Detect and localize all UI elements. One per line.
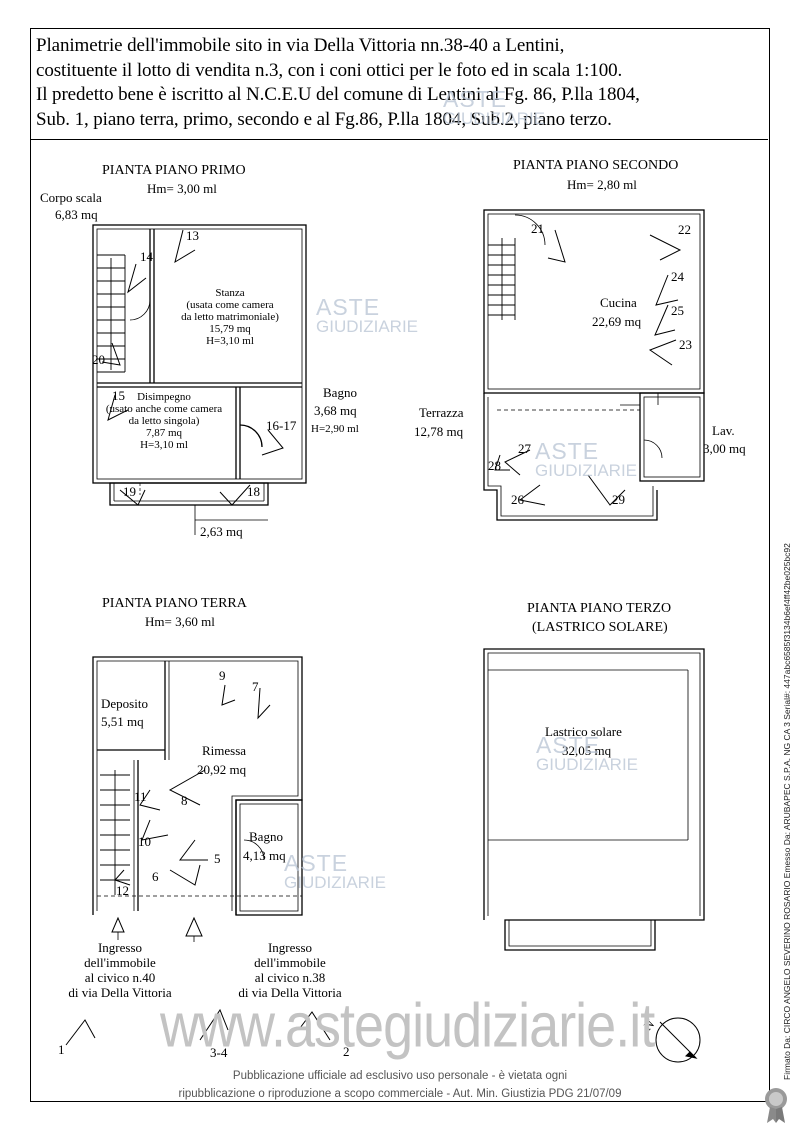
photo-number: 18 xyxy=(247,484,260,499)
photo-number: 13 xyxy=(186,228,199,243)
ingresso38-l1: Ingresso xyxy=(267,940,313,955)
ingresso38-l3: al civico n.38 xyxy=(254,970,326,985)
disimpegno-area: 7,87 mq xyxy=(145,427,183,439)
area-bagno-terra: 4,13 mq xyxy=(243,848,286,863)
ingresso40-l4: di via Della Vittoria xyxy=(68,985,172,1000)
footer-line-2: ripubblicazione o riproduzione a scopo c… xyxy=(178,1088,622,1100)
label-bagno-terra: Bagno xyxy=(249,829,283,844)
photo-number: 20 xyxy=(92,352,105,367)
photo-number: 21 xyxy=(531,221,544,236)
header-line-3: Il predetto bene è iscritto al N.C.E.U d… xyxy=(36,84,640,105)
photo-number: 22 xyxy=(678,222,691,237)
ingresso38-l4: di via Della Vittoria xyxy=(238,985,342,1000)
label-corpo-scala: Corpo scala xyxy=(40,190,102,205)
height-piano-secondo: Hm= 2,80 ml xyxy=(567,177,637,192)
stanza-name: Stanza xyxy=(215,287,245,299)
footer-line-1: Pubblicazione ufficiale ad esclusivo uso… xyxy=(232,1070,568,1082)
photo-number: 29 xyxy=(612,492,625,507)
label-cucina: Cucina xyxy=(600,295,637,310)
plan-piano-secondo xyxy=(483,209,705,521)
photo-number: 9 xyxy=(219,668,226,683)
photo-number: 7 xyxy=(252,679,259,694)
photo-number: 15 xyxy=(112,388,125,403)
disimpegno-note-1: (usato anche come camera xyxy=(105,403,223,415)
stanza-area: 15,79 mq xyxy=(209,323,251,335)
photo-number: 12 xyxy=(116,883,129,898)
label-ingresso-40: Ingresso dell'immobile al civico n.40 di… xyxy=(40,940,200,1000)
label-bagno-primo: Bagno xyxy=(323,385,357,400)
header-line-2: costituente il lotto di vendita n.3, con… xyxy=(36,59,623,81)
photo-number: 25 xyxy=(671,303,684,318)
stanza-height: H=3,10 ml xyxy=(206,335,254,347)
certification-seal-icon xyxy=(765,1088,787,1123)
title-piano-secondo: PIANTA PIANO SECONDO xyxy=(513,158,679,173)
stanza-note-1: (usata come camera xyxy=(186,299,274,311)
label-rimessa: Rimessa xyxy=(202,743,247,758)
photo-number: 8 xyxy=(181,793,188,808)
plan-piano-terra xyxy=(92,656,303,942)
photo-number: 27 xyxy=(518,441,531,456)
photo-number: 2 xyxy=(343,1044,350,1059)
digital-signature-text: Firmato Da: CIRCO ANGELO SEVERINO ROSARI… xyxy=(782,543,792,1080)
photo-number: 24 xyxy=(671,269,684,284)
photo-number: 11 xyxy=(134,789,147,804)
title-piano-primo: PIANTA PIANO PRIMO xyxy=(102,163,246,178)
header-line-4: Sub. 1, piano terra, primo, secondo e al… xyxy=(36,108,612,130)
photo-number: 10 xyxy=(138,834,151,849)
photo-number: 26 xyxy=(511,492,524,507)
label-stanza: Stanza (usata come camera da letto matri… xyxy=(160,287,300,347)
watermark-site-url: www.astegiudiziarie.it xyxy=(160,991,655,1061)
label-ingresso-38: Ingresso dell'immobile al civico n.38 di… xyxy=(210,940,370,1000)
header-line-1: Planimetrie dell'immobile sito in via De… xyxy=(36,35,565,56)
area-balcone: 2,63 mq xyxy=(200,524,243,539)
title-piano-terzo: PIANTA PIANO TERZO xyxy=(527,601,672,616)
plan-piano-terzo xyxy=(483,648,705,951)
label-lastrico: Lastrico solare xyxy=(545,724,622,739)
photo-number: 1 xyxy=(58,1042,65,1057)
label-terrazza: Terrazza xyxy=(419,405,464,420)
header-box: Planimetrie dell'immobile sito in via De… xyxy=(30,28,768,140)
label-disimpegno: Disimpegno (usato anche come camera da l… xyxy=(88,391,240,451)
height-piano-primo: Hm= 3,00 ml xyxy=(147,181,217,196)
ingresso40-l3: al civico n.40 xyxy=(84,970,156,985)
photo-number: 5 xyxy=(214,851,221,866)
disimpegno-height: H=3,10 ml xyxy=(140,439,188,451)
camera-cones xyxy=(65,229,682,1046)
area-bagno-primo: 3,68 mq xyxy=(314,403,357,418)
stanza-note-2: da letto matrimoniale) xyxy=(181,311,279,323)
ingresso40-l2: dell'immobile xyxy=(84,955,156,970)
label-lav: Lav. xyxy=(712,423,735,438)
height-piano-terra: Hm= 3,60 ml xyxy=(145,614,215,629)
area-rimessa: 20,92 mq xyxy=(197,762,247,777)
photo-number: 3-4 xyxy=(210,1045,228,1060)
area-deposito: 5,51 mq xyxy=(101,714,144,729)
disimpegno-note-2: da letto singola) xyxy=(128,415,200,427)
area-corpo-scala: 6,83 mq xyxy=(55,207,98,222)
photo-number: 23 xyxy=(679,337,692,352)
photo-number: 16-17 xyxy=(266,418,297,433)
title-piano-terra: PIANTA PIANO TERRA xyxy=(102,596,247,611)
plan-piano-primo xyxy=(92,224,307,535)
area-lav: 3,00 mq xyxy=(703,441,746,456)
compass-rose xyxy=(655,1017,701,1063)
photo-number: 28 xyxy=(488,458,501,473)
drawing-frame xyxy=(30,28,770,1102)
disimpegno-name: Disimpegno xyxy=(137,391,191,403)
area-terrazza: 12,78 mq xyxy=(414,424,464,439)
label-deposito: Deposito xyxy=(101,696,148,711)
subtitle-piano-terzo: (LASTRICO SOLARE) xyxy=(532,620,668,635)
height-bagno-primo: H=2,90 ml xyxy=(311,423,359,435)
area-lastrico: 32,05 mq xyxy=(562,743,612,758)
photo-number: 6 xyxy=(152,869,159,884)
ingresso38-l2: dell'immobile xyxy=(254,955,326,970)
photo-number: 14 xyxy=(140,249,153,264)
area-cucina: 22,69 mq xyxy=(592,314,642,329)
photo-number: 19 xyxy=(123,484,136,499)
ingresso40-l1: Ingresso xyxy=(97,940,143,955)
